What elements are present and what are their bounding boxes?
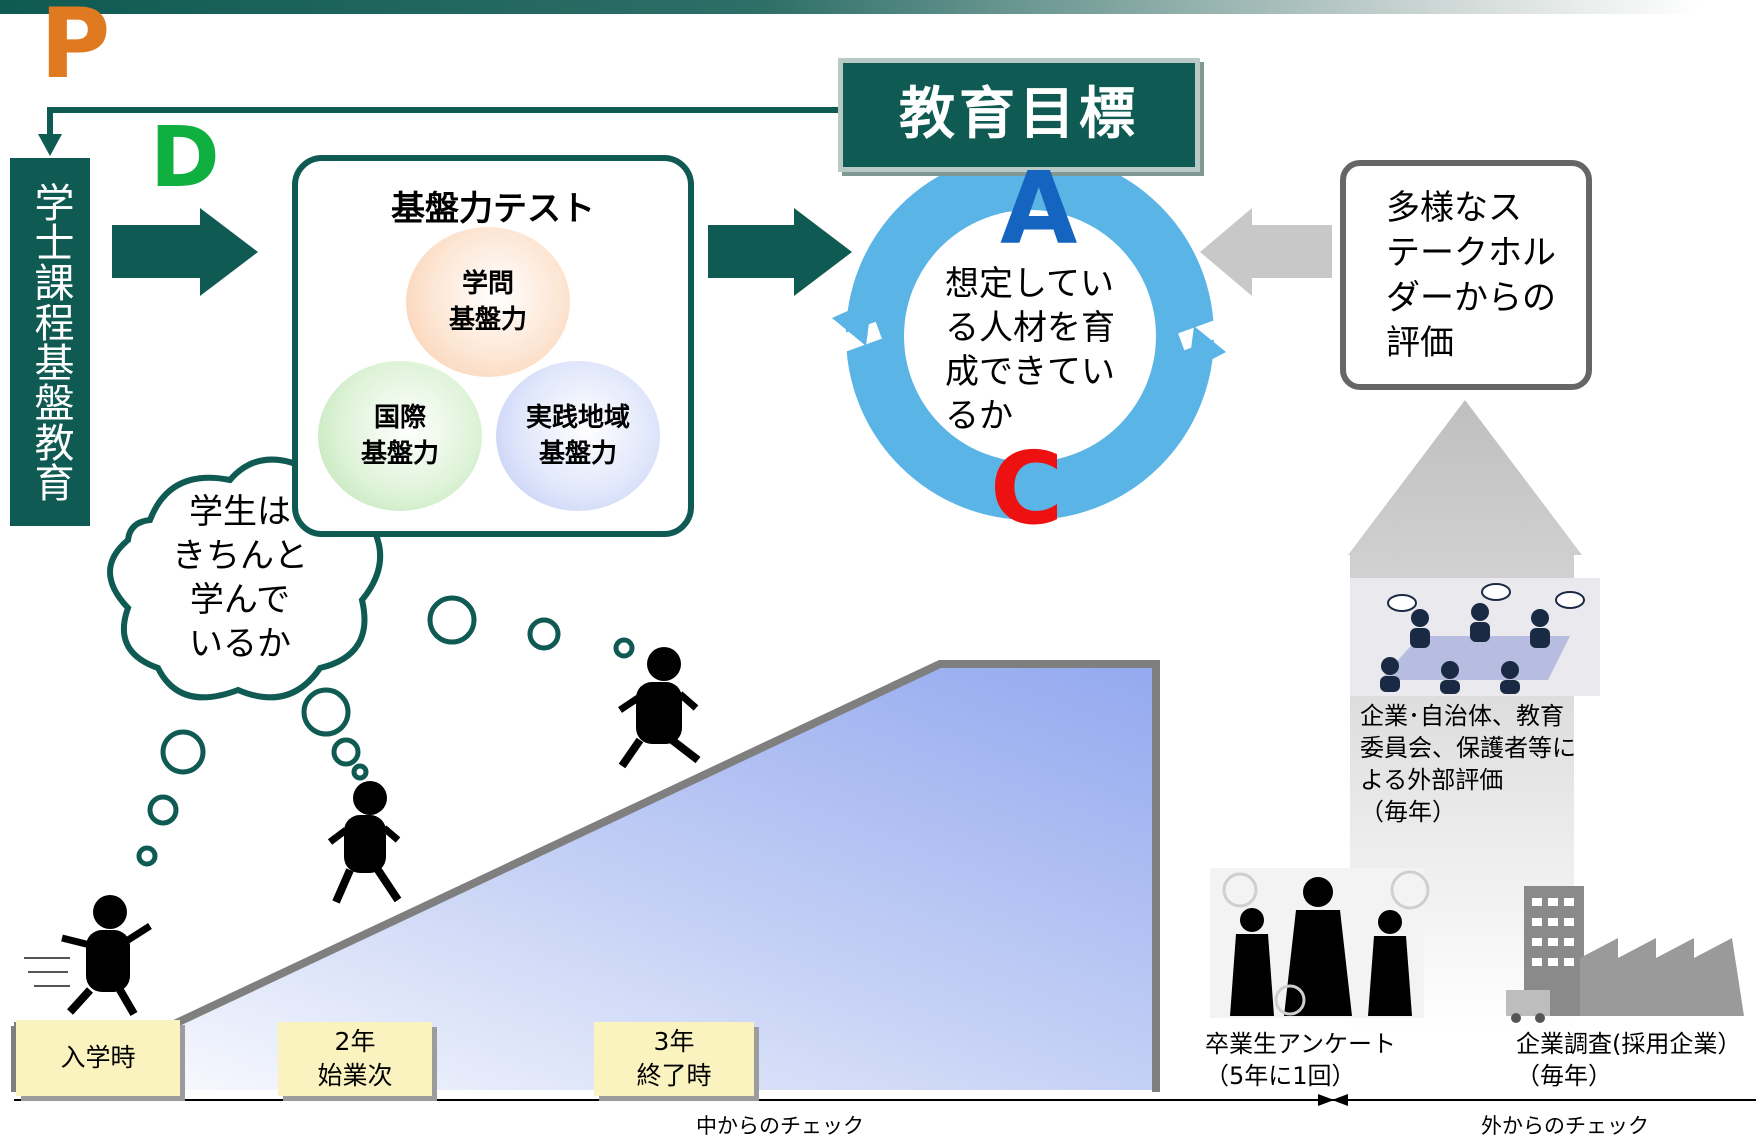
pdca-letter-a: A	[1000, 150, 1078, 267]
pdca-cycle-ring	[832, 152, 1226, 520]
arrow-stakeholder-to-cycle	[1200, 208, 1332, 296]
thought-cloud-text: 学生は きちんと 学んで いるか	[172, 492, 308, 664]
stakeholder-eval-box: 多様なス テークホル ダーからの 評価	[1340, 160, 1592, 390]
student-figure-1	[24, 895, 152, 1017]
pdca-letter-d: D	[150, 108, 220, 206]
feedback-line	[47, 107, 838, 140]
company-survey-caption: 企業調査(採用企業） （毎年）	[1516, 1030, 1742, 1090]
education-goal-box: 教育目標	[838, 58, 1200, 172]
stage-label-year3: 3年終了時	[594, 1022, 754, 1096]
foundation-test-title: 基盤力テスト	[391, 189, 595, 229]
student-figure-3	[618, 647, 701, 769]
arrow-test-to-cycle	[708, 208, 852, 296]
arrow-bar-to-test	[112, 208, 258, 296]
external-eval-caption: 企業･自治体、教育 委員会、保護者等に よる外部評価 （毎年）	[1360, 702, 1576, 826]
foundation-test-box: 基盤力テスト 学問基盤力 国際基盤力 実践地域基盤力	[292, 155, 694, 537]
growth-ramp	[14, 664, 1156, 1090]
pdca-letter-p: P	[40, 0, 111, 100]
student-figure-2	[327, 781, 402, 904]
thought-bubbles	[136, 595, 635, 867]
outer-check-label: 外からのチェック	[1481, 1114, 1649, 1138]
graduate-survey-caption: 卒業生アンケート （5年に1回）	[1205, 1030, 1397, 1090]
pdca-letter-c: C	[990, 430, 1064, 547]
meeting-icon	[1350, 578, 1600, 696]
curriculum-bar: 学士課程基盤教育	[10, 158, 90, 526]
top-accent-bar	[0, 0, 1700, 14]
stage-label-entry: 入学時	[16, 1020, 180, 1096]
stage-label-year2: 2年始業次	[278, 1022, 432, 1096]
factory-icon	[1506, 886, 1744, 1023]
international-foundation-circle: 国際基盤力	[318, 361, 482, 511]
feedback-arrowhead	[38, 134, 62, 156]
regional-practice-foundation-circle: 実践地域基盤力	[496, 361, 660, 511]
axis-divider-arrows	[1318, 1094, 1334, 1106]
inner-check-label: 中からのチェック	[696, 1114, 864, 1138]
graduates-icon	[1210, 868, 1430, 1018]
cycle-question-text: 想定してい る人材を育 成できてい るか	[945, 264, 1115, 436]
academic-foundation-circle: 学問基盤力	[406, 227, 570, 377]
